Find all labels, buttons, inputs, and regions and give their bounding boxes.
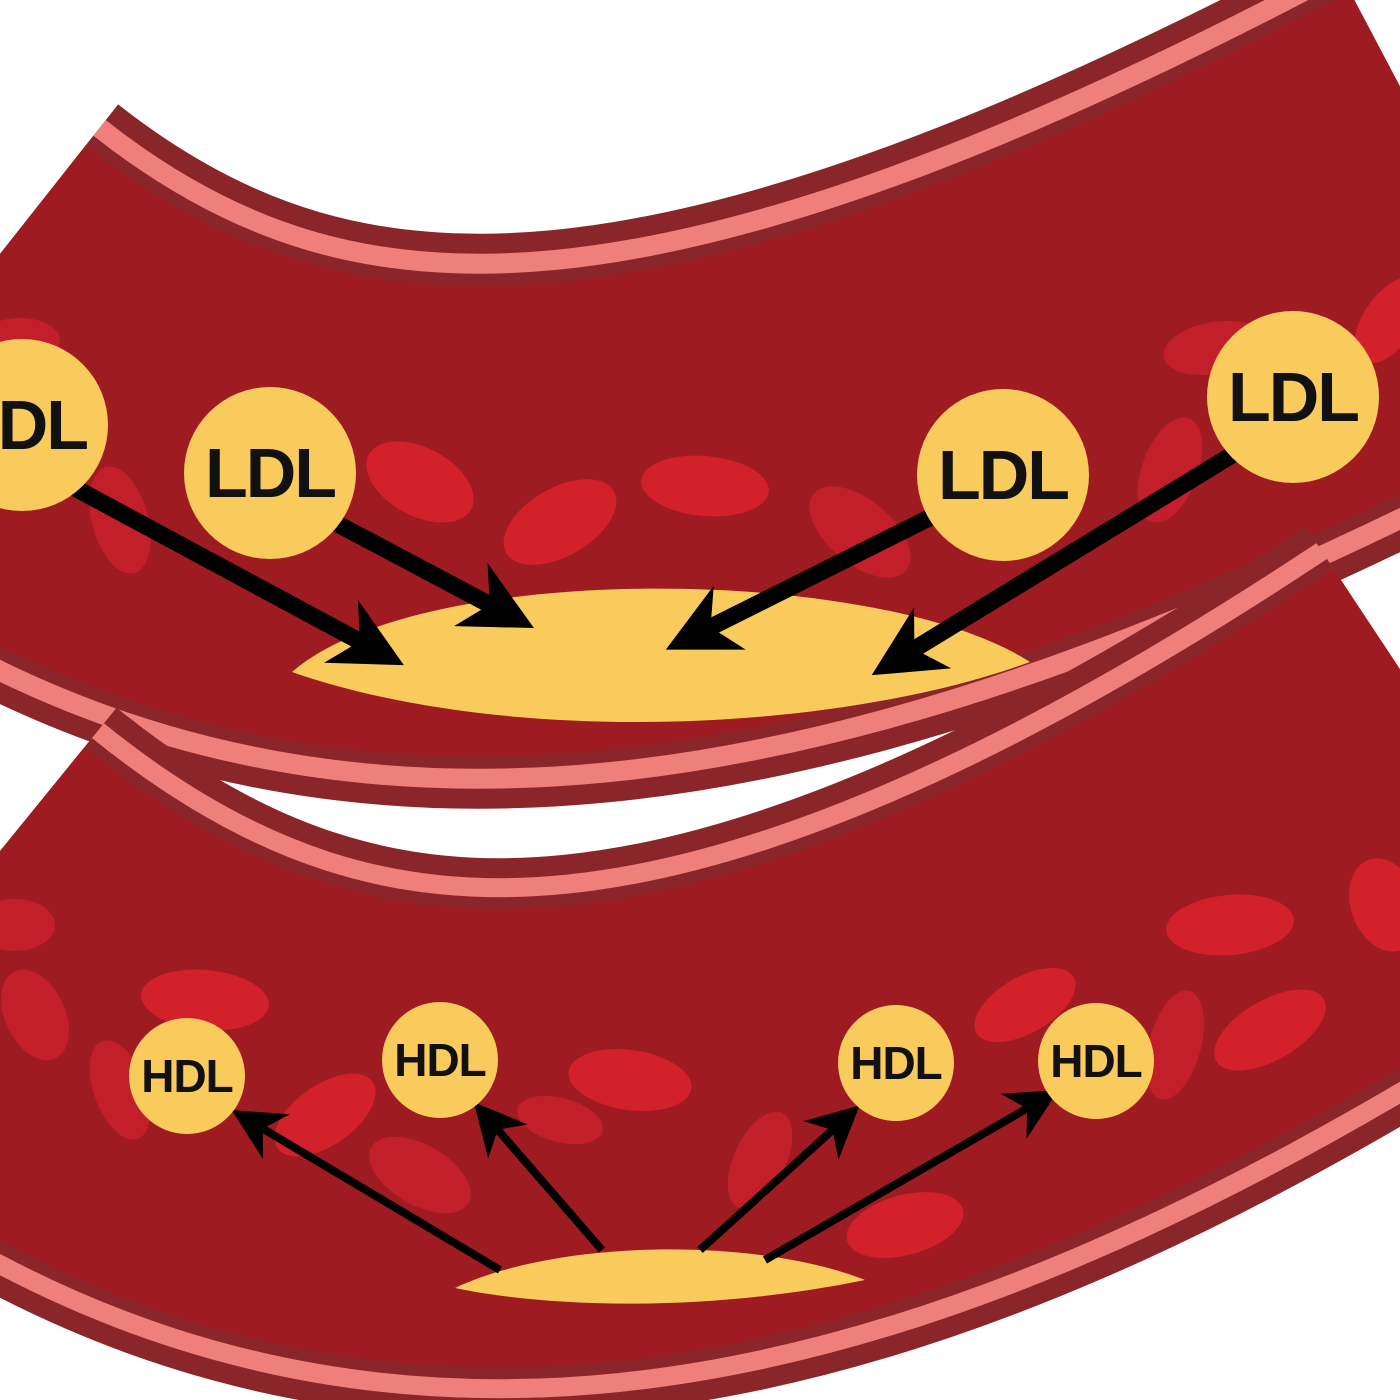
red-blood-cell: [274, 1073, 376, 1157]
hdl-circle: [382, 1002, 498, 1118]
plaque-deposit: [455, 1249, 865, 1304]
hdl-label: HDL: [394, 1034, 486, 1086]
ldl-circle: [1207, 311, 1379, 483]
ldl-circle: [184, 387, 356, 559]
red-blood-cell: [568, 1049, 692, 1111]
ldl-circle: [0, 339, 108, 511]
ldl-label: LDL: [0, 386, 87, 464]
hdl-circle: [129, 1018, 245, 1134]
red-blood-cell: [1349, 858, 1400, 952]
ldl-particle: LDL: [0, 339, 108, 511]
red-blood-cell: [1166, 894, 1294, 956]
arrow-hdl-4: [762, 1090, 1059, 1264]
arrow-hdl-2: [473, 1102, 606, 1253]
top-vessel: LDL LDL LDL LDL: [0, 0, 1400, 809]
red-blood-cell: [369, 1136, 471, 1214]
arrow-ldl-2: [326, 512, 534, 629]
hdl-label: HDL: [141, 1050, 233, 1102]
bottom-vessel: HDL HDL HDL HDL: [0, 526, 1400, 1400]
hdl-particle: HDL: [129, 1018, 245, 1134]
red-blood-cell: [641, 455, 769, 517]
hdl-arrows: [231, 1090, 1059, 1274]
red-blood-cell: [809, 486, 911, 578]
ldl-particle: LDL: [1207, 311, 1379, 483]
red-blood-cell: [366, 441, 474, 523]
ldl-particle: LDL: [917, 389, 1089, 561]
red-blood-cell: [1354, 276, 1400, 364]
hdl-circle: [1038, 1003, 1154, 1119]
arrow-hdl-1: [231, 1110, 503, 1274]
red-blood-cell: [503, 479, 617, 565]
ldl-particle: LDL: [184, 387, 356, 559]
arrow-hdl-3: [697, 1105, 860, 1253]
red-blood-cell: [517, 1095, 603, 1145]
red-blood-cell: [1146, 990, 1204, 1100]
ldl-arrows: [70, 447, 1237, 676]
red-blood-cell: [974, 967, 1076, 1043]
hdl-label: HDL: [1050, 1035, 1142, 1087]
hdl-particle: HDL: [382, 1002, 498, 1118]
ldl-label: LDL: [938, 436, 1068, 514]
arrow-ldl-4: [871, 447, 1237, 676]
hdl-circle: [838, 1005, 954, 1121]
ldl-label: LDL: [205, 434, 335, 512]
ldl-label: LDL: [1228, 358, 1358, 436]
red-blood-cell: [1, 969, 69, 1061]
hdl-particle: HDL: [838, 1005, 954, 1121]
hdl-particle: HDL: [1038, 1003, 1154, 1119]
arrow-ldl-3: [665, 507, 939, 650]
red-blood-cell: [0, 899, 55, 951]
red-blood-cell: [141, 969, 269, 1031]
arrow-ldl-1: [70, 480, 404, 666]
ldl-circle: [917, 389, 1089, 561]
hdl-label: HDL: [850, 1037, 942, 1089]
red-blood-cell: [846, 1192, 964, 1258]
red-blood-cell: [1214, 989, 1326, 1071]
